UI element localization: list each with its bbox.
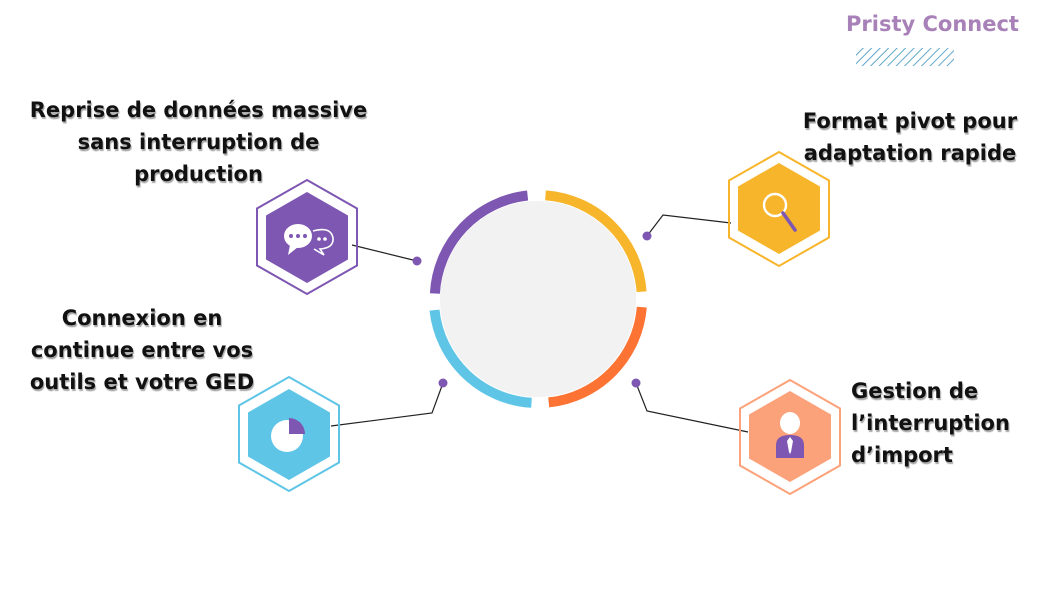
hexagon-top-left — [256, 178, 358, 296]
label-line: production — [134, 162, 263, 186]
hexagon-bottom-right — [739, 378, 841, 496]
hexagon-bottom-left — [238, 375, 340, 493]
ring-arc-bottom-left — [429, 309, 532, 408]
brand-name: Pristy Connect — [846, 12, 1019, 36]
connector-bottom-left — [330, 382, 444, 427]
connector-top-right — [646, 214, 732, 237]
label-bottom-left: Connexion en continue entre vos outils e… — [22, 302, 262, 398]
ring-arc-top-right — [545, 190, 647, 293]
connector-dot-top-left — [412, 256, 422, 266]
label-top-left: Reprise de données massive sans interrup… — [26, 94, 371, 190]
center-circle — [440, 201, 636, 397]
connector-dot-bottom-left — [438, 378, 448, 388]
ring-arc-top-left — [429, 190, 529, 294]
connector-dot-top-right — [642, 231, 652, 241]
connector-dot-bottom-right — [631, 378, 641, 388]
label-line: continue entre vos — [30, 338, 254, 362]
hexagon-top-right — [728, 150, 830, 268]
magnifier-icon — [762, 192, 797, 232]
chat-bubbles-icon — [284, 224, 334, 256]
label-line: sans interruption de — [77, 130, 320, 154]
label-top-right: Format pivot pour adaptation rapide — [780, 105, 1040, 169]
label-line: l’interruption — [851, 411, 1010, 435]
label-line: outils et votre GED — [29, 370, 255, 394]
brand-hatch-decoration — [856, 48, 954, 66]
label-line: Gestion de — [851, 379, 979, 403]
label-line: d’import — [851, 443, 953, 467]
label-line: Connexion en — [61, 306, 223, 330]
label-line: adaptation rapide — [803, 141, 1017, 165]
ring-arc-bottom-right — [548, 306, 647, 408]
label-bottom-right: Gestion de l’interruption d’import — [851, 375, 1051, 471]
connector-bottom-right — [635, 382, 749, 433]
label-line: Format pivot pour — [802, 109, 1018, 133]
pie-chart-icon — [271, 418, 305, 452]
connector-top-left — [351, 244, 418, 262]
person-icon — [776, 412, 804, 458]
label-line: Reprise de données massive — [29, 98, 368, 122]
